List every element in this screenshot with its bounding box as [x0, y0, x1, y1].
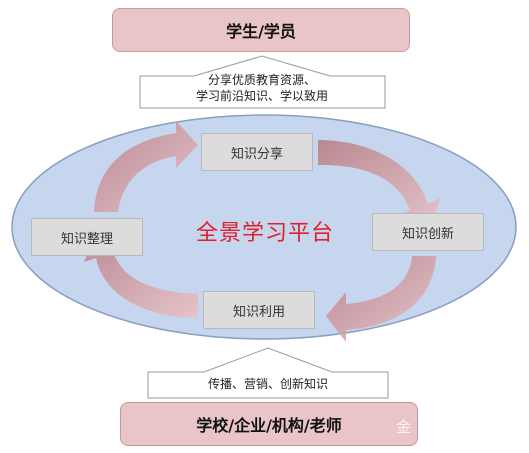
- bottom-arrow-line: 传播、营销、创新知识: [207, 377, 328, 391]
- bottom-up-arrow: [147, 347, 389, 399]
- node-knowledge-use: 知识利用: [203, 291, 315, 329]
- student-box-label: 学生/学员: [226, 22, 296, 41]
- institution-box-label: 学校/企业/机构/老师: [196, 416, 342, 435]
- cycle-arrow-organize-to-share: [94, 121, 198, 212]
- node-knowledge-use-label: 知识利用: [232, 304, 285, 320]
- node-knowledge-share-label: 知识分享: [230, 146, 283, 162]
- cycle-arrow-innovate-to-use: [326, 256, 436, 342]
- bottom-arrow-label: 传播、营销、创新知识: [158, 376, 378, 392]
- node-knowledge-organize-label: 知识整理: [60, 231, 113, 247]
- watermark: 金: [396, 418, 412, 436]
- top-arrow-line-2: 学习前沿知识、学以致用: [195, 89, 328, 103]
- cycle-arrow-share-to-innovate: [318, 140, 440, 232]
- student-box: 学生/学员: [112, 8, 410, 52]
- top-arrow-line-1: 分享优质教育资源、: [207, 73, 316, 87]
- node-knowledge-innovate-label: 知识创新: [401, 226, 454, 242]
- top-up-arrow: [139, 55, 386, 109]
- institution-box: 学校/企业/机构/老师: [120, 402, 418, 446]
- top-arrow-label: 分享优质教育资源、 学习前沿知识、学以致用: [152, 72, 372, 104]
- platform-title: 全景学习平台: [195, 221, 334, 246]
- node-knowledge-share: 知识分享: [201, 133, 313, 171]
- node-knowledge-innovate: 知识创新: [372, 213, 484, 251]
- node-knowledge-organize: 知识整理: [31, 218, 143, 256]
